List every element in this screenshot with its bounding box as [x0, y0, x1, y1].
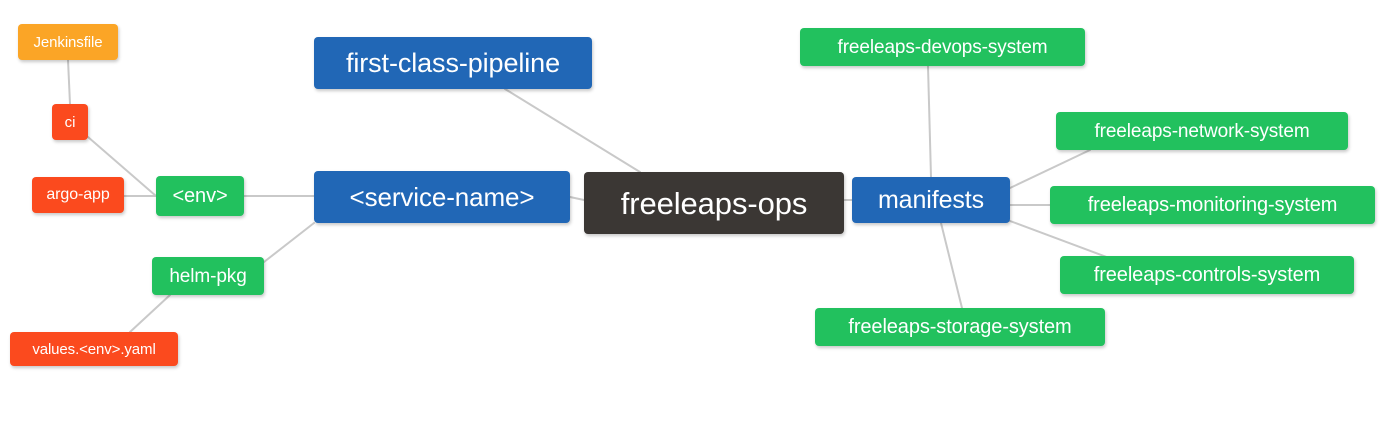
- mindmap-node-env[interactable]: <env>: [156, 176, 244, 216]
- edge-manifests-to-devops-system: [927, 65, 932, 178]
- edge-service-name-to-freeleaps-ops: [569, 196, 585, 201]
- edge-manifests-to-network-system: [1009, 149, 1091, 189]
- mindmap-node-freeleaps-ops[interactable]: freeleaps-ops: [584, 172, 844, 234]
- node-label: argo-app: [46, 186, 110, 203]
- edge-manifests-to-storage-system: [940, 222, 963, 309]
- mindmap-node-values-yaml[interactable]: values.<env>.yaml: [10, 332, 178, 366]
- node-label: first-class-pipeline: [345, 47, 561, 78]
- node-label: <service-name>: [349, 182, 535, 212]
- mindmap-node-monitoring-system[interactable]: freeleaps-monitoring-system: [1050, 186, 1375, 224]
- edge-first-class-pipeline-to-freeleaps-ops: [504, 88, 641, 173]
- edge-jenkinsfile-to-ci: [67, 59, 71, 105]
- mindmap-node-service-name[interactable]: <service-name>: [314, 171, 570, 223]
- mindmap-node-argo-app[interactable]: argo-app: [32, 177, 124, 213]
- node-label: freeleaps-ops: [620, 185, 808, 221]
- mindmap-node-storage-system[interactable]: freeleaps-storage-system: [815, 308, 1105, 346]
- mindmap-node-controls-system[interactable]: freeleaps-controls-system: [1060, 256, 1354, 294]
- mindmap-node-network-system[interactable]: freeleaps-network-system: [1056, 112, 1348, 150]
- mindmap-node-manifests[interactable]: manifests: [852, 177, 1010, 223]
- mindmap-node-helm-pkg[interactable]: helm-pkg: [152, 257, 264, 295]
- node-label: helm-pkg: [169, 265, 247, 287]
- node-label: values.<env>.yaml: [32, 340, 156, 358]
- node-label: freeleaps-monitoring-system: [1087, 194, 1338, 216]
- node-label: freeleaps-network-system: [1094, 120, 1310, 142]
- mindmap-node-ci[interactable]: ci: [52, 104, 88, 140]
- edge-helm-pkg-to-values-yaml: [129, 294, 171, 333]
- node-label: <env>: [172, 185, 228, 207]
- mindmap-node-devops-system[interactable]: freeleaps-devops-system: [800, 28, 1085, 66]
- node-label: manifests: [877, 185, 985, 214]
- node-label: freeleaps-controls-system: [1093, 264, 1321, 286]
- node-label: freeleaps-storage-system: [848, 316, 1072, 338]
- node-label: Jenkinsfile: [33, 33, 103, 51]
- node-label: freeleaps-devops-system: [837, 36, 1048, 58]
- edge-service-name-to-helm-pkg: [263, 222, 315, 263]
- node-label: ci: [64, 113, 76, 131]
- mindmap-node-jenkinsfile[interactable]: Jenkinsfile: [18, 24, 118, 60]
- mindmap-node-first-class-pipeline[interactable]: first-class-pipeline: [314, 37, 592, 89]
